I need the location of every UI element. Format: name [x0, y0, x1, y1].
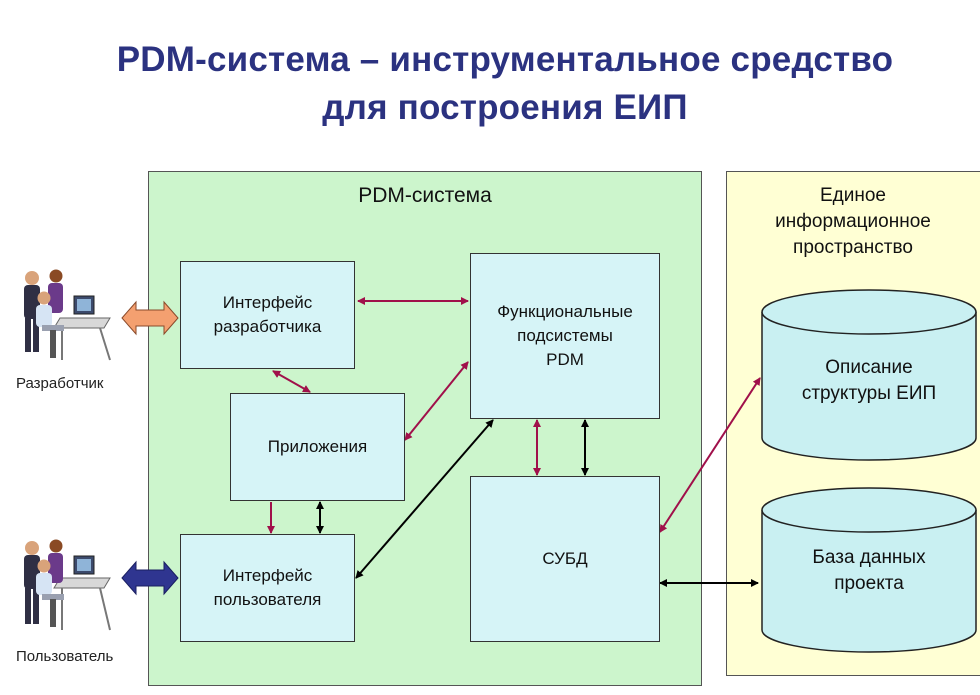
eip-structure-label: Описание структуры ЕИП — [801, 357, 937, 404]
cylinder-project-db — [761, 487, 977, 653]
user-double-arrow — [121, 560, 179, 596]
title-line-1: PDM-система – инструментальное средство — [116, 40, 894, 79]
user-interface-box: Интерфейс пользователя — [180, 534, 355, 642]
link-apps-to-functional — [404, 361, 469, 441]
developer-double-arrow — [121, 300, 179, 336]
applications-box: Приложения — [230, 393, 405, 501]
eip-panel-label: Единое информационное пространство — [775, 185, 931, 258]
link-user-to-functional — [355, 419, 494, 579]
user-label: Пользователь — [16, 648, 114, 665]
project-db-label: База данных проекта — [812, 547, 926, 594]
functional-subsystems-box: Функциональные подсистемы PDM — [470, 253, 660, 419]
title-line-2: для построения ЕИП — [322, 88, 688, 127]
developer-interface-box: Интерфейс разработчика — [180, 261, 355, 369]
user-people-icon — [24, 539, 111, 631]
link-dbms-to-eip-structure — [659, 377, 761, 533]
pdm-panel-label: PDM-система — [358, 184, 492, 207]
dbms-box: СУБД — [470, 476, 660, 642]
developer-label: Разработчик — [16, 375, 104, 392]
link-dev-to-apps — [272, 370, 311, 393]
developer-people-icon — [24, 269, 111, 361]
cylinder-eip-structure — [761, 289, 977, 461]
